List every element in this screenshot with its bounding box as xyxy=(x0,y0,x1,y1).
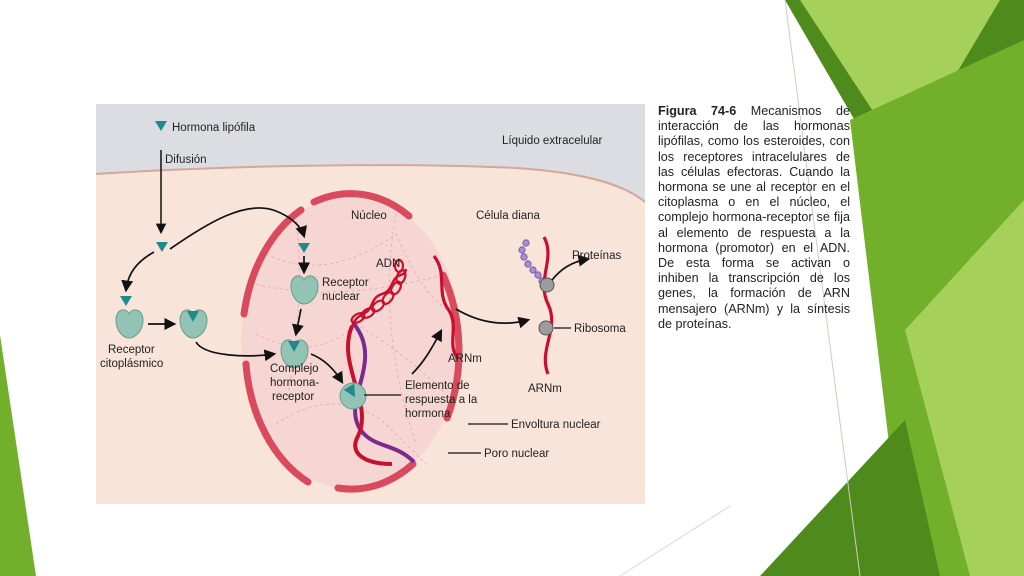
diffusion-label: Difusión xyxy=(165,154,207,166)
nucleus xyxy=(241,195,461,489)
figure-number: Figura 74-6 xyxy=(658,104,737,118)
complex-label-2: hormona- xyxy=(270,377,319,389)
deco-green-left xyxy=(0,335,36,576)
mrna-nucleus xyxy=(432,255,460,360)
nuclear-envelope-label: Envoltura nuclear xyxy=(511,419,601,431)
dna-strand-red xyxy=(346,325,393,466)
hormone-nucleus xyxy=(298,243,310,253)
cytoplasmic-receptor xyxy=(115,309,144,339)
target-cell-label: Célula diana xyxy=(476,210,541,222)
response-element-label-1: Elemento de xyxy=(405,380,470,392)
response-element-label-2: respuesta a la xyxy=(405,394,478,406)
arrow-mrna-export xyxy=(455,308,531,329)
ribosome-bottom xyxy=(538,320,554,336)
mrna-label-nucleus: ARNm xyxy=(448,353,482,365)
arrow-bound-to-complex xyxy=(195,341,277,362)
dna-helix xyxy=(350,258,407,325)
arrow-dna-to-mrna xyxy=(411,328,443,375)
dna-strand-purple xyxy=(352,322,416,464)
nucleus-label: Núcleo xyxy=(351,210,387,222)
hormone-label: Hormona lipófila xyxy=(172,122,256,134)
hormone-mechanism-figure: Hormona lipófila Difusión Líquido extrac… xyxy=(96,104,645,504)
hormone-receptor-complex xyxy=(280,339,309,369)
hormone-cytoplasm xyxy=(156,242,168,252)
hormone-near-receptor xyxy=(120,296,132,306)
nuclear-receptor-label-2: nuclear xyxy=(322,291,360,303)
nuclear-receptor-label-1: Receptor xyxy=(322,277,369,289)
complex-label-3: receptor xyxy=(272,391,314,403)
ribosome-top xyxy=(539,277,555,293)
arrow-to-proteins xyxy=(551,254,591,281)
caption-text: Mecanismos de interacción de las hormona… xyxy=(658,104,851,331)
extracellular-label: Líquido extracelular xyxy=(502,135,603,147)
arrow-to-cyto-receptor xyxy=(121,251,155,293)
pathway-arrows xyxy=(121,207,591,385)
proteins-label: Proteínas xyxy=(572,250,621,262)
polypeptide-chain xyxy=(518,239,546,285)
mrna-label-cytoplasm: ARNm xyxy=(528,383,562,395)
complex-hormone xyxy=(288,341,300,352)
ribosome-label: Ribosoma xyxy=(574,323,626,335)
nuclear-pore-label: Poro nuclear xyxy=(484,448,549,460)
leader-lines xyxy=(364,327,571,454)
hormone-on-dna xyxy=(343,383,355,398)
figure-caption: Figura 74-6 Mecanismos de interacción de… xyxy=(658,104,850,332)
bound-cytoplasmic-receptor xyxy=(179,309,208,339)
cell-membrane xyxy=(96,164,645,203)
arrow-receptor-to-complex xyxy=(292,308,304,337)
arrow-to-nuclear-hormone xyxy=(169,207,307,250)
cytoplasmic-receptor-label-2: citoplásmico xyxy=(100,358,163,370)
arrow-complex-to-dna xyxy=(310,353,344,385)
deco-green-right-light xyxy=(905,200,1024,576)
hormone-icon xyxy=(155,121,167,131)
deco-line-1 xyxy=(784,0,861,576)
deco-green-right-top xyxy=(800,0,1000,160)
mrna-cytoplasm xyxy=(542,236,554,375)
bound-hormone-cytoplasm xyxy=(187,311,199,322)
nuclear-receptor xyxy=(290,275,319,305)
dna-label: ADN xyxy=(376,258,400,270)
deco-line-2 xyxy=(619,505,731,576)
cytoplasmic-receptor-label-1: Receptor xyxy=(108,344,155,356)
complex-label-1: Complejo xyxy=(270,363,319,375)
response-element-label-3: hormona xyxy=(405,408,451,420)
